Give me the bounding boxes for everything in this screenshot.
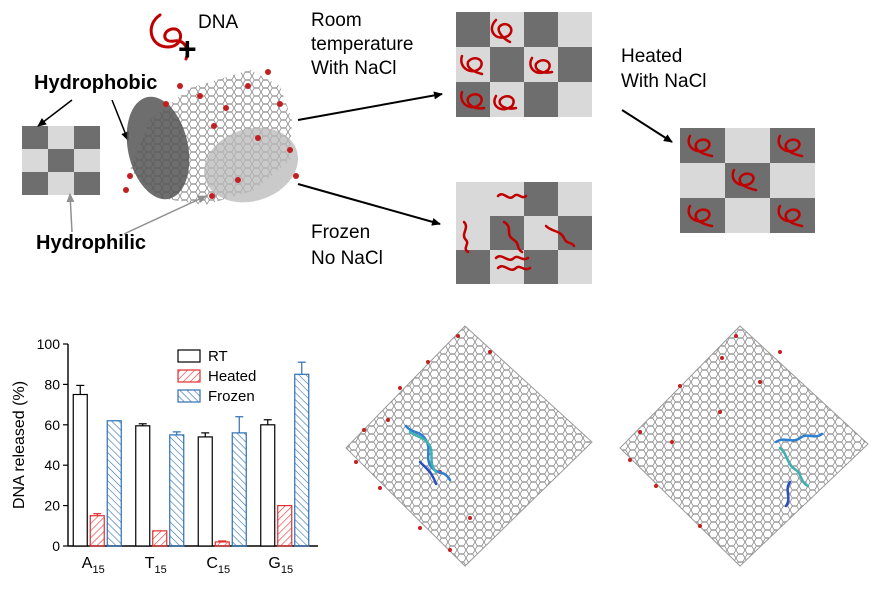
arrow-hydrophilic-to-pattern bbox=[66, 193, 75, 233]
legend-label-frozen: Frozen bbox=[208, 388, 255, 405]
x-tick-label-g: G15 bbox=[268, 555, 293, 576]
heated-line-2: With NaCl bbox=[621, 71, 707, 92]
dna-molecule-right bbox=[774, 432, 824, 508]
bar-rt-a bbox=[72, 393, 88, 547]
y-tick-label: 40 bbox=[44, 457, 60, 473]
arrow-hydrophobic-to-pattern bbox=[37, 99, 73, 127]
dna-label: DNA bbox=[198, 12, 239, 33]
bar-frozen-g bbox=[294, 373, 310, 547]
frozen-board bbox=[456, 182, 592, 284]
y-tick-label: 80 bbox=[44, 376, 60, 392]
legend-swatch-rt bbox=[177, 349, 201, 363]
dna-coil-icon bbox=[149, 13, 189, 61]
bar-frozen-t bbox=[169, 434, 185, 547]
schematic-diagram bbox=[22, 12, 815, 284]
bar-frozen-c bbox=[231, 432, 247, 547]
bar-rt-c bbox=[197, 436, 213, 547]
hydrophobic-label: Hydrophobic bbox=[34, 72, 158, 94]
y-tick-label: 100 bbox=[37, 336, 61, 352]
bar-rt-g bbox=[260, 424, 276, 547]
legend-swatch-heated bbox=[177, 369, 201, 383]
dna-molecule-left bbox=[404, 424, 452, 486]
frozen-label: Frozen No NaCl bbox=[311, 222, 383, 270]
frozen-line-1: Frozen bbox=[311, 222, 371, 243]
x-tick-label-c: C15 bbox=[206, 555, 230, 576]
simulation-snapshots bbox=[345, 325, 869, 567]
bar-heated-c bbox=[214, 541, 230, 547]
arrow-to-heated bbox=[621, 109, 673, 143]
y-tick-label: 20 bbox=[44, 498, 60, 514]
heated-board bbox=[680, 128, 815, 233]
bar-rt-t bbox=[135, 425, 151, 547]
bar-heated-a bbox=[89, 515, 105, 547]
heated-label: Heated With NaCl bbox=[621, 46, 707, 93]
room-temperature-label: Room temperature With NaCl bbox=[311, 10, 413, 80]
hydrophilic-label: Hydrophilic bbox=[36, 232, 147, 254]
bar-frozen-a bbox=[106, 420, 122, 547]
y-tick-label: 60 bbox=[44, 417, 60, 433]
heated-line-1: Heated bbox=[621, 46, 683, 67]
plus-sign: + bbox=[178, 31, 197, 67]
x-tick-label-a: A15 bbox=[82, 555, 105, 576]
hydrophilic-region bbox=[204, 127, 298, 203]
graphene-oxide-sheet bbox=[123, 69, 299, 205]
hydrophobic-region bbox=[126, 96, 190, 200]
simulation-snapshot-left bbox=[345, 325, 593, 567]
room-line-1: Room bbox=[311, 10, 362, 31]
y-tick-label: 0 bbox=[52, 538, 60, 554]
simulation-snapshot-right bbox=[619, 325, 869, 567]
room-line-2: temperature bbox=[311, 34, 414, 55]
legend-label-heated: Heated bbox=[208, 368, 256, 385]
bar-heated-g bbox=[277, 505, 293, 547]
arrow-hydrophobic-to-sheet bbox=[111, 99, 129, 141]
substrate-pattern-small bbox=[22, 126, 100, 195]
legend-swatch-frozen bbox=[177, 389, 201, 403]
frozen-line-2: No NaCl bbox=[311, 248, 383, 269]
arrow-to-frozen bbox=[297, 183, 441, 226]
bar-heated-t bbox=[152, 530, 168, 547]
legend-label-rt: RT bbox=[208, 348, 228, 365]
room-temperature-board bbox=[456, 12, 592, 117]
y-axis-label: DNA released (%) bbox=[11, 381, 28, 509]
x-tick-label-t: T15 bbox=[145, 555, 167, 576]
arrow-to-room-temperature bbox=[297, 91, 443, 121]
room-line-3: With NaCl bbox=[311, 58, 397, 79]
